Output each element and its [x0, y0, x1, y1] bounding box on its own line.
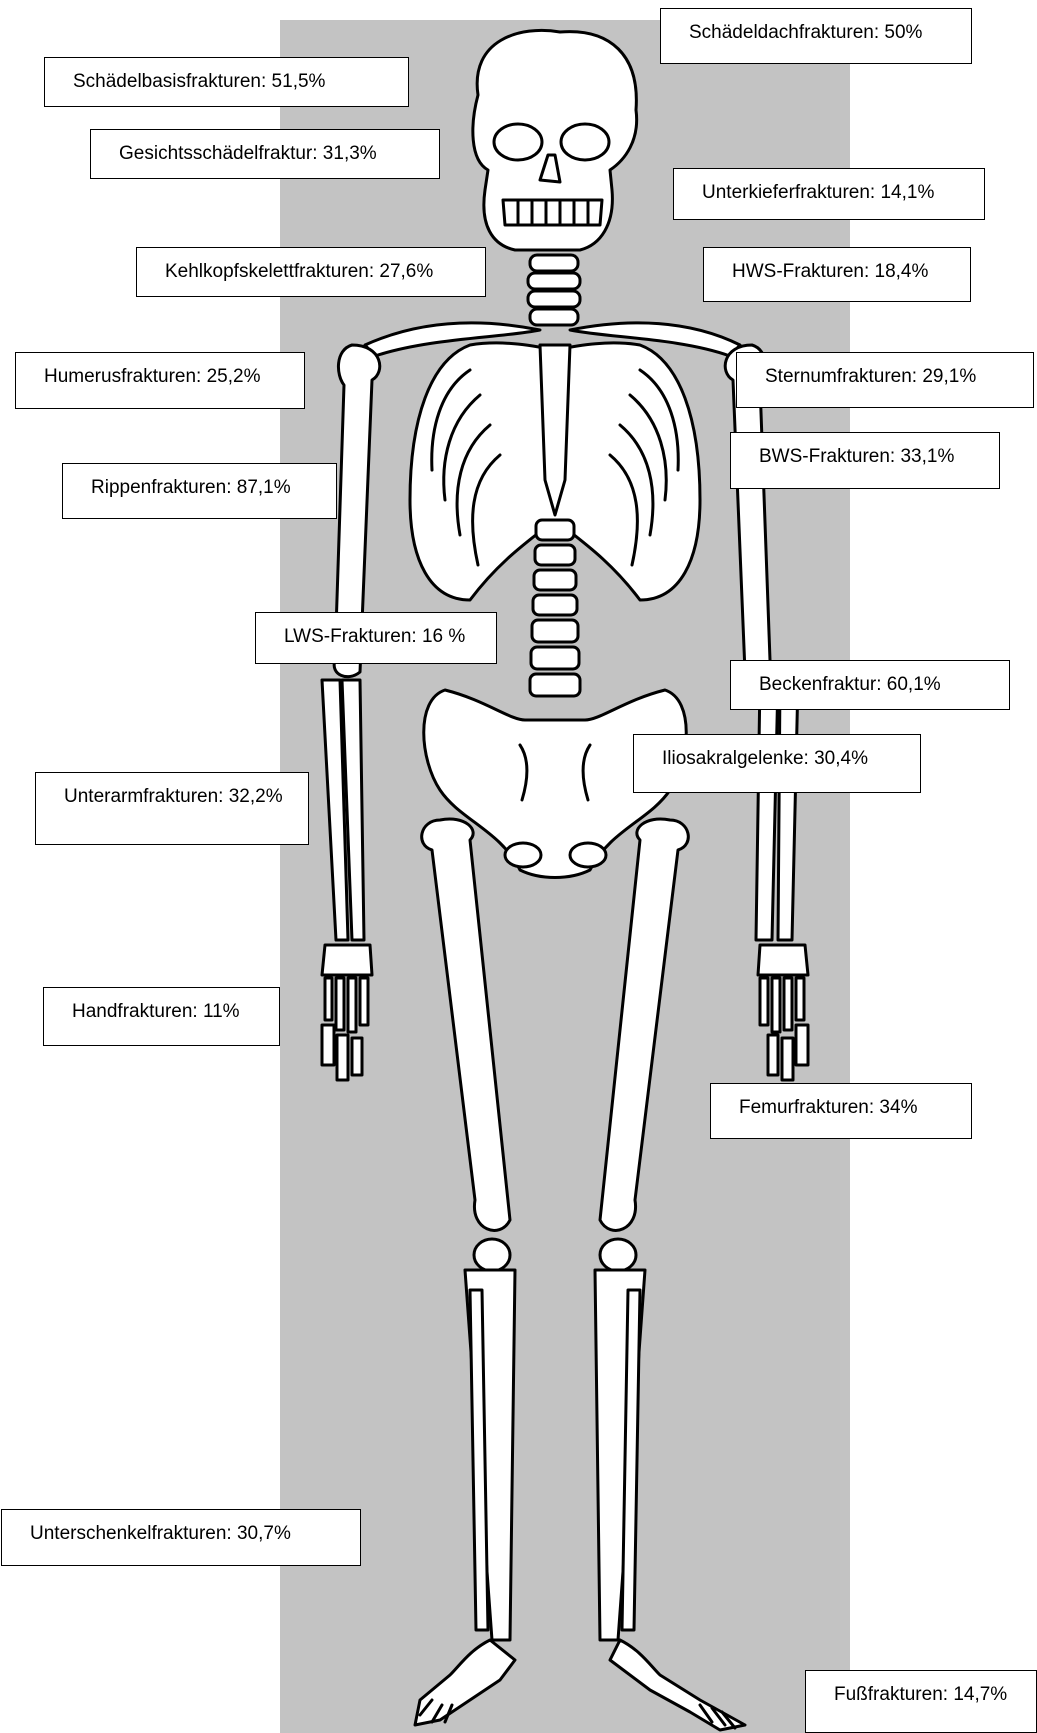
label-unterkiefer-text: Unterkieferfrakturen: 14,1%	[702, 182, 934, 203]
label-hand-text: Handfrakturen: 11%	[72, 1001, 240, 1022]
label-iliosakral-text: Iliosakralgelenke: 30,4%	[662, 748, 868, 769]
label-gesichtsschaedel: Gesichtsschädelfraktur: 31,3%	[90, 129, 440, 179]
label-unterarm: Unterarmfrakturen: 32,2%	[35, 772, 309, 845]
label-humerus-text: Humerusfrakturen: 25,2%	[44, 366, 261, 387]
label-kehlkopf: Kehlkopfskelettfrakturen: 27,6%	[136, 247, 486, 297]
label-sternum: Sternumfrakturen: 29,1%	[736, 352, 1034, 408]
skull	[473, 30, 637, 250]
label-unterkiefer: Unterkieferfrakturen: 14,1%	[673, 168, 985, 220]
label-lws: LWS-Frakturen: 16 %	[255, 612, 497, 664]
label-unterschenkel-text: Unterschenkelfrakturen: 30,7%	[30, 1523, 291, 1544]
label-lws-text: LWS-Frakturen: 16 %	[284, 626, 465, 647]
label-unterarm-text: Unterarmfrakturen: 32,2%	[64, 786, 283, 807]
femur-bones	[422, 819, 689, 1271]
label-fuss: Fußfrakturen: 14,7%	[805, 1670, 1037, 1733]
label-gesichtsschaedel-text: Gesichtsschädelfraktur: 31,3%	[119, 143, 377, 164]
label-kehlkopf-text: Kehlkopfskelettfrakturen: 27,6%	[165, 261, 433, 282]
label-schaedelbasis-text: Schädelbasisfrakturen: 51,5%	[73, 71, 325, 92]
label-rippen-text: Rippenfrakturen: 87,1%	[91, 477, 291, 498]
label-femur-text: Femurfrakturen: 34%	[739, 1097, 917, 1118]
label-femur: Femurfrakturen: 34%	[710, 1083, 972, 1139]
cervical-spine	[528, 255, 580, 325]
label-becken: Beckenfraktur: 60,1%	[730, 660, 1010, 710]
label-hws-text: HWS-Frakturen: 18,4%	[732, 261, 928, 282]
label-fuss-text: Fußfrakturen: 14,7%	[834, 1684, 1007, 1705]
label-bws-text: BWS-Frakturen: 33,1%	[759, 446, 954, 467]
label-schaedelbasis: Schädelbasisfrakturen: 51,5%	[44, 57, 409, 107]
foot-bones	[415, 1640, 745, 1730]
label-sternum-text: Sternumfrakturen: 29,1%	[765, 366, 976, 387]
lower-spine	[530, 520, 580, 696]
label-hand: Handfrakturen: 11%	[43, 987, 280, 1046]
label-becken-text: Beckenfraktur: 60,1%	[759, 674, 941, 695]
label-humerus: Humerusfrakturen: 25,2%	[15, 352, 305, 409]
label-rippen: Rippenfrakturen: 87,1%	[62, 463, 337, 519]
label-hws: HWS-Frakturen: 18,4%	[703, 247, 971, 302]
label-iliosakral: Iliosakralgelenke: 30,4%	[633, 734, 921, 793]
label-unterschenkel: Unterschenkelfrakturen: 30,7%	[1, 1509, 361, 1566]
lower-leg-bones	[465, 1270, 645, 1640]
label-schaedeldach-text: Schädeldachfrakturen: 50%	[689, 22, 922, 43]
hand-bones	[322, 945, 808, 1080]
label-schaedeldach: Schädeldachfrakturen: 50%	[660, 8, 972, 64]
label-bws: BWS-Frakturen: 33,1%	[730, 432, 1000, 489]
